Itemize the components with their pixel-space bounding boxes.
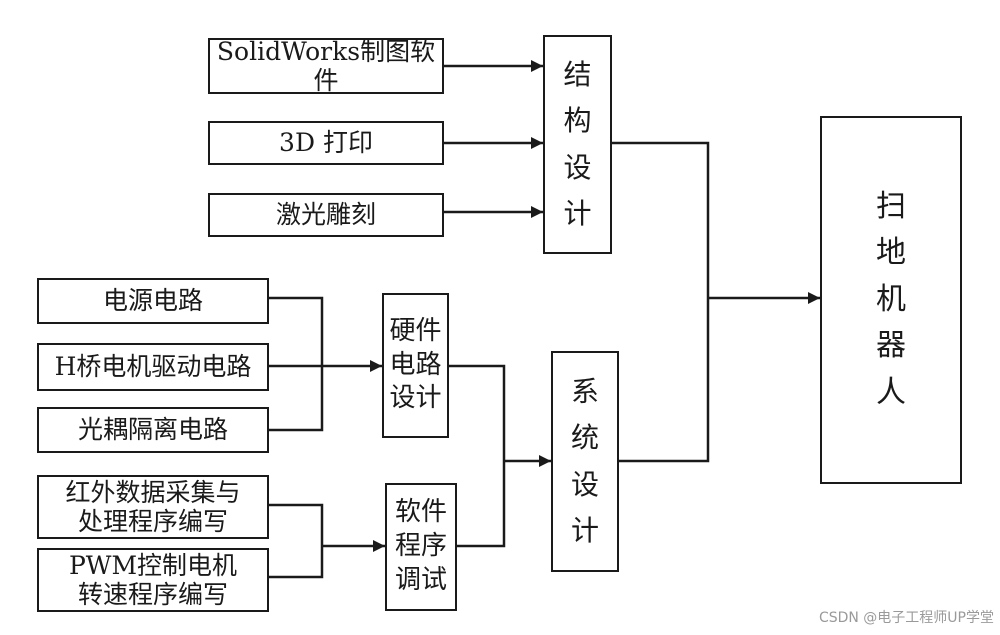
box-software-debug: 软件 程序 调试: [385, 483, 457, 611]
box-power-circuit: 电源电路: [37, 278, 269, 324]
box-optocoupler: 光耦隔离电路: [37, 407, 269, 453]
box-robot: 扫 地 机 器 人: [820, 116, 962, 484]
line-software-merge: [268, 503, 324, 579]
label-system-design: 系 统 设 计: [570, 375, 599, 547]
line-hw-sw-merge: [448, 364, 506, 548]
box-h-bridge: H桥电机驱动电路: [37, 343, 269, 391]
label-structure-design: 结 构 设 计: [563, 58, 592, 230]
label-robot: 扫 地 机 器 人: [876, 188, 906, 410]
box-3d-printing: 3D 打印: [208, 121, 444, 165]
label-hardware-design: 硬件 电路 设计: [389, 315, 442, 414]
box-pwm-program: PWM控制电机 转速程序编写: [37, 548, 269, 612]
label-optocoupler: 光耦隔离电路: [77, 415, 228, 445]
box-system-design: 系 统 设 计: [551, 351, 619, 572]
label-h-bridge: H桥电机驱动电路: [54, 352, 252, 382]
box-laser-engraving: 激光雕刻: [208, 193, 444, 237]
label-infrared-program: 红外数据采集与 处理程序编写: [65, 477, 241, 537]
label-software-debug: 软件 程序 调试: [394, 497, 447, 595]
label-pwm-program: PWM控制电机 转速程序编写: [68, 550, 238, 610]
line-structure-system-merge: [611, 141, 710, 463]
label-solidworks: SolidWorks制图软件: [216, 36, 436, 96]
box-solidworks: SolidWorks制图软件: [208, 36, 444, 96]
box-hardware-design: 硬件 电路 设计: [382, 293, 449, 438]
label-laser-engraving: 激光雕刻: [275, 200, 376, 230]
box-infrared-program: 红外数据采集与 处理程序编写: [37, 475, 269, 539]
watermark: CSDN @电子工程师UP学堂: [818, 610, 994, 626]
line-power-merge: [268, 296, 324, 432]
box-structure-design: 结 构 设 计: [543, 35, 612, 254]
label-3d-printing: 3D 打印: [279, 128, 373, 158]
label-power-circuit: 电源电路: [102, 286, 203, 316]
